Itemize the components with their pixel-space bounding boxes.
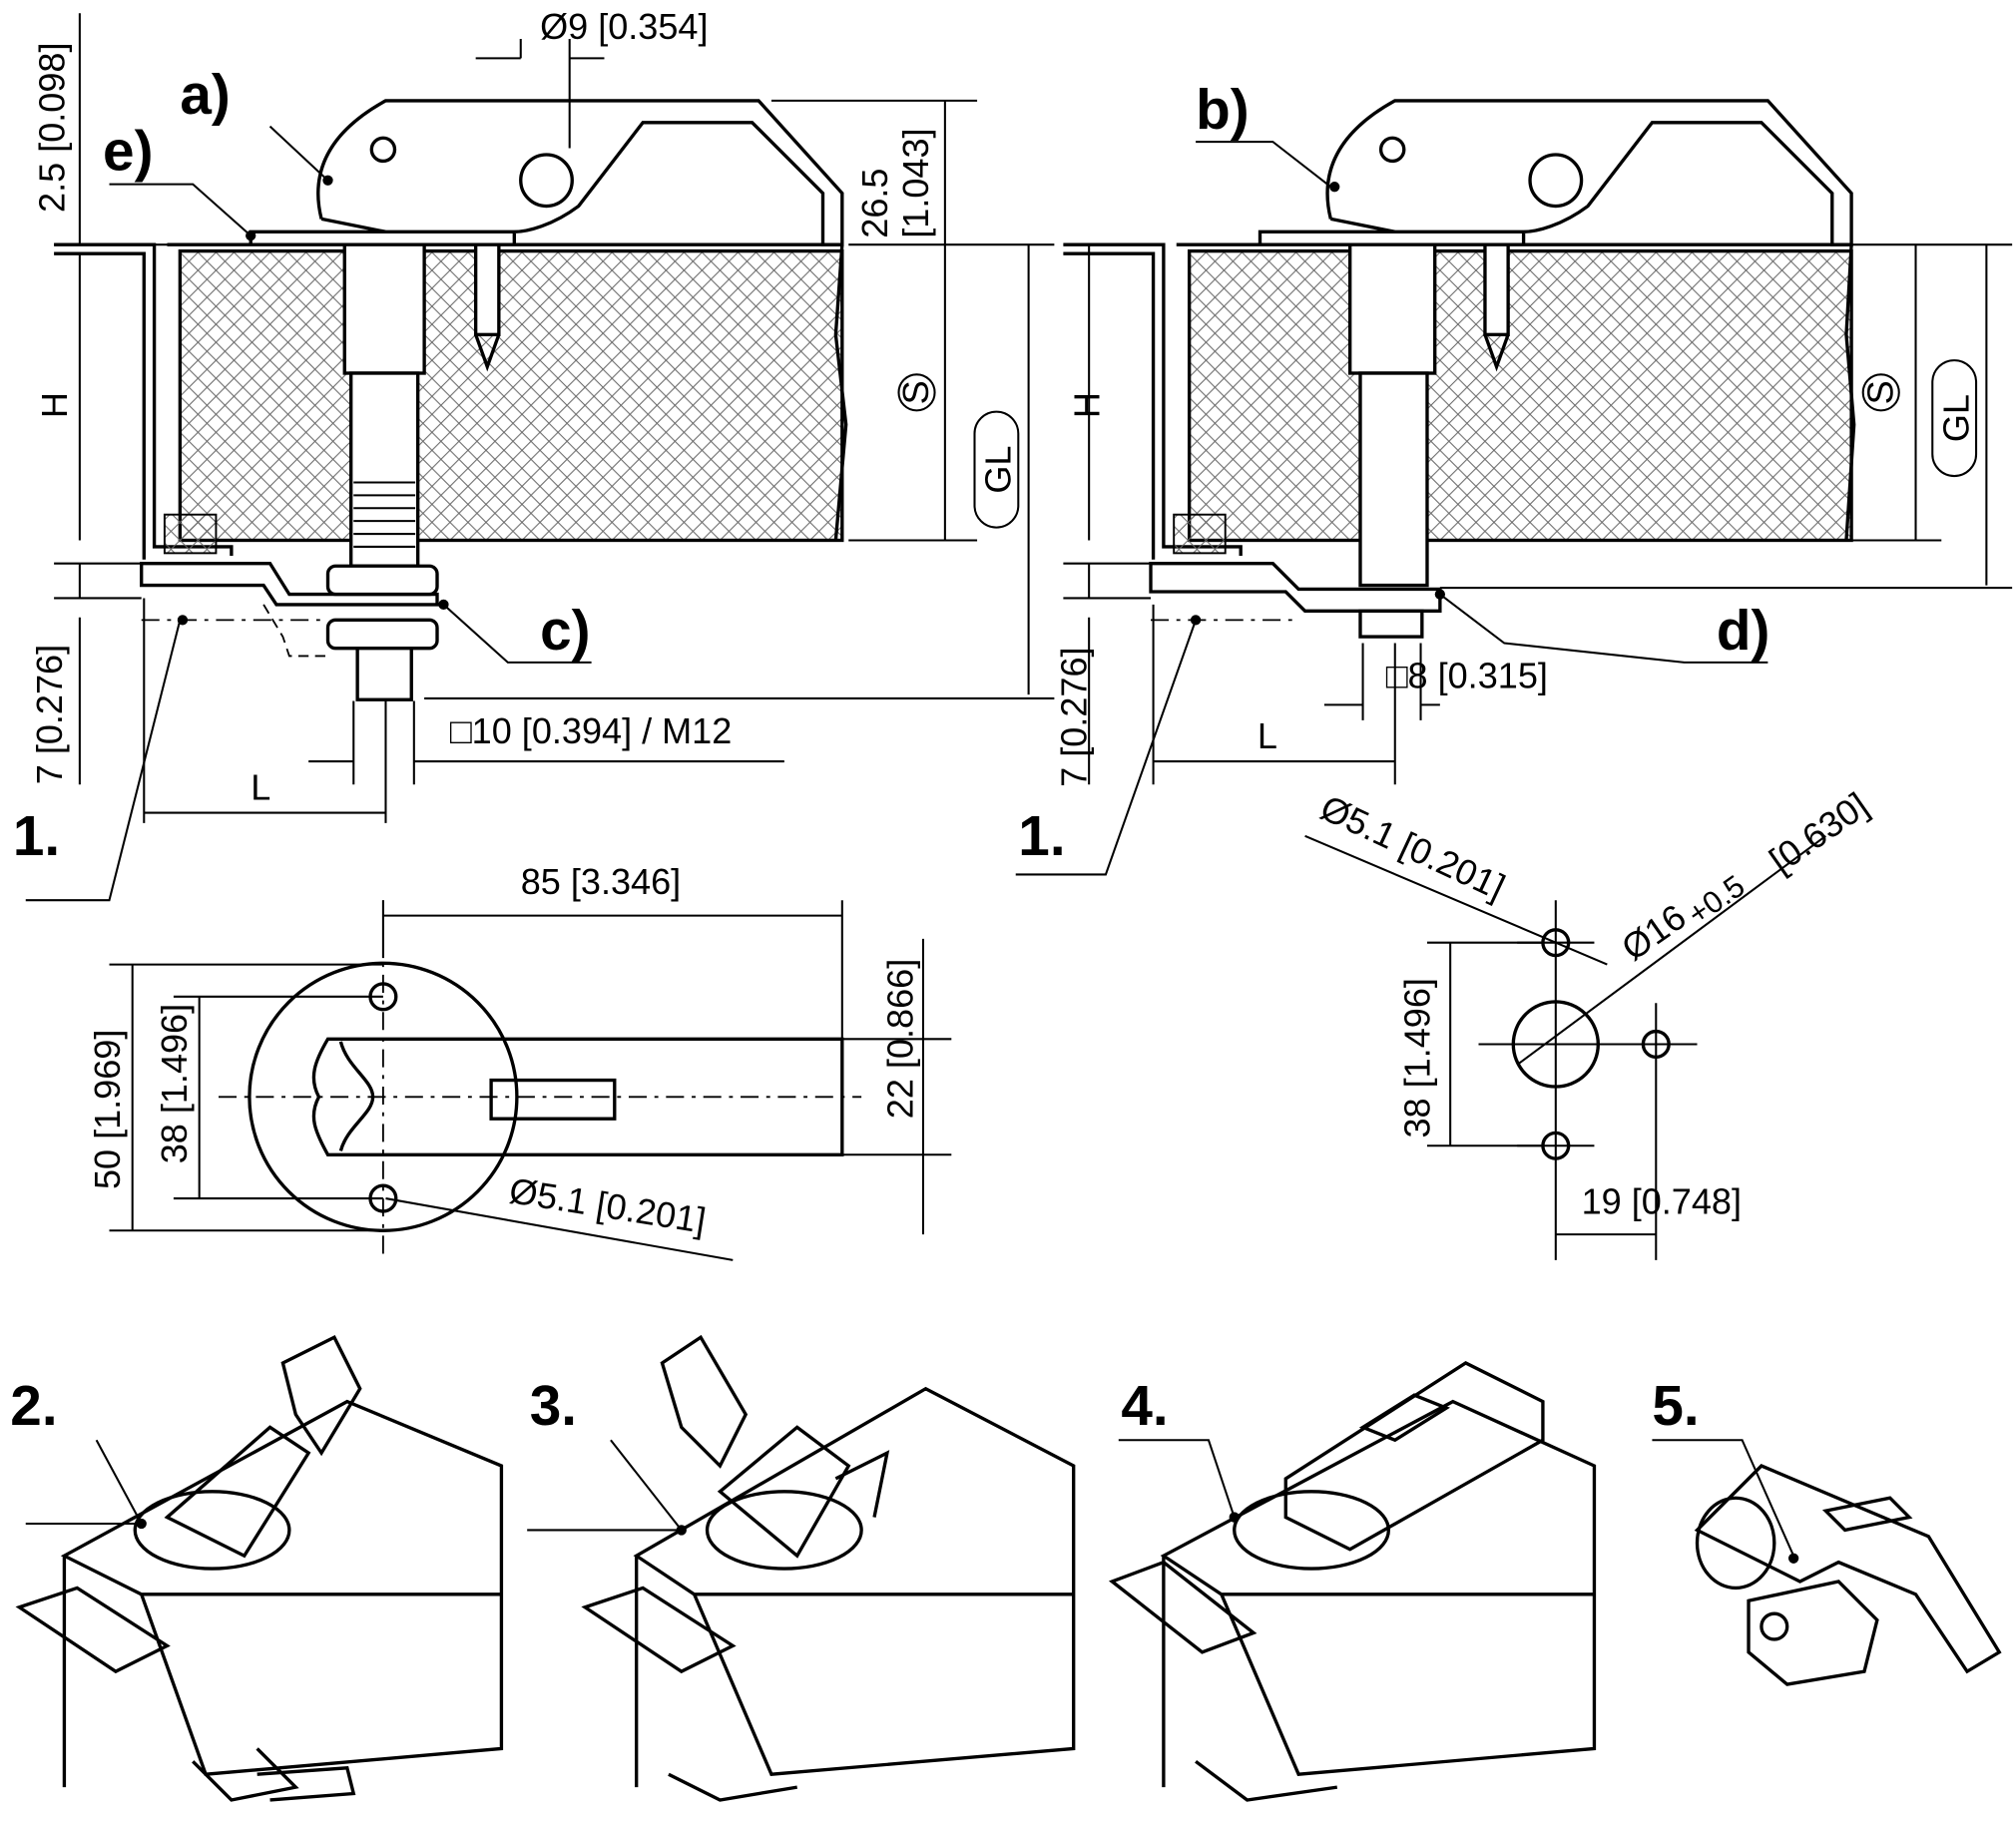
variant-2: 2.	[10, 1334, 504, 1802]
callout-d: d)	[1717, 600, 1769, 663]
handle-b	[1258, 99, 1853, 246]
panel-cutout: Ø5.1 [0.201] Ø16 +0.5 [0.630] 38 [1.496]…	[1304, 784, 1875, 1260]
dim-offset: 7 [0.276]	[29, 645, 70, 784]
section-view-right: b) H S GL d) □8 [0.315] 7 [0.276] L 1.	[1015, 79, 2013, 876]
section-view-left: Ø9 [0.354] a) e) 2.5 [0.098] 26.5 [1.043…	[13, 6, 1055, 902]
dim-H-right: H	[1066, 392, 1107, 418]
callout-c: c)	[540, 600, 590, 663]
nut-top	[325, 564, 439, 597]
dim-L: L	[251, 767, 270, 808]
dim-handle-height: 26.5	[854, 169, 895, 238]
latch-plate	[140, 561, 439, 607]
variant-5-label: 5.	[1652, 1375, 1699, 1438]
insulation-panel	[178, 248, 844, 543]
dim-L-right: L	[1258, 715, 1277, 756]
dim-GL-right: GL	[1935, 394, 1976, 442]
dim-width: 22 [0.866]	[880, 959, 921, 1119]
dim-hole: Ø9 [0.354]	[540, 6, 708, 47]
callout-e: e)	[103, 120, 153, 183]
dim-offset-cutout: 19 [0.748]	[1582, 1181, 1742, 1222]
bolt	[342, 242, 426, 375]
dim-H: H	[34, 392, 75, 418]
dim-square: □10 [0.394] / M12	[450, 710, 732, 751]
variant-4: 4.	[1108, 1361, 1597, 1802]
callout-a: a)	[180, 64, 230, 127]
callout-item-1-right: 1.	[1018, 805, 1065, 868]
dim-flange: 2.5 [0.098]	[31, 43, 72, 213]
dim-pitch: 38 [1.496]	[154, 1004, 195, 1163]
dim-hole-cutout: Ø5.1 [0.201]	[1314, 787, 1511, 908]
handle-a	[249, 99, 844, 246]
dim-offset-right: 7 [0.276]	[1054, 647, 1095, 786]
dim-hole-top: Ø5.1 [0.201]	[507, 1169, 709, 1241]
top-view: 85 [3.346] 22 [0.866] 50 [1.969] 38 [1.4…	[87, 861, 952, 1261]
dim-handle-height-in: [1.043]	[895, 128, 936, 237]
variant-5: 5.	[1652, 1375, 2002, 1686]
dim-tolerance: +0.5	[1681, 868, 1751, 932]
dim-GL: GL	[978, 446, 1019, 494]
dim-square-right: □8 [0.315]	[1386, 656, 1548, 696]
dim-S-right: S	[1859, 380, 1900, 404]
variant-3: 3.	[527, 1334, 1076, 1802]
dim-pitch-cutout: 38 [1.496]	[1397, 978, 1438, 1138]
callout-b: b)	[1196, 79, 1249, 142]
variant-4-label: 4.	[1121, 1375, 1168, 1438]
callout-item-1: 1.	[13, 805, 60, 868]
nut-bottom	[325, 618, 439, 651]
variant-2-label: 2.	[10, 1375, 57, 1438]
dim-center-hole: Ø16	[1614, 896, 1693, 969]
dim-length: 85 [3.346]	[521, 861, 681, 902]
dim-center-hole-in: [0.630]	[1762, 784, 1875, 881]
variant-3-label: 3.	[530, 1375, 577, 1438]
dim-outer: 50 [1.969]	[87, 1030, 128, 1189]
latch-plate-d	[1149, 561, 1442, 614]
dim-S: S	[895, 380, 936, 404]
